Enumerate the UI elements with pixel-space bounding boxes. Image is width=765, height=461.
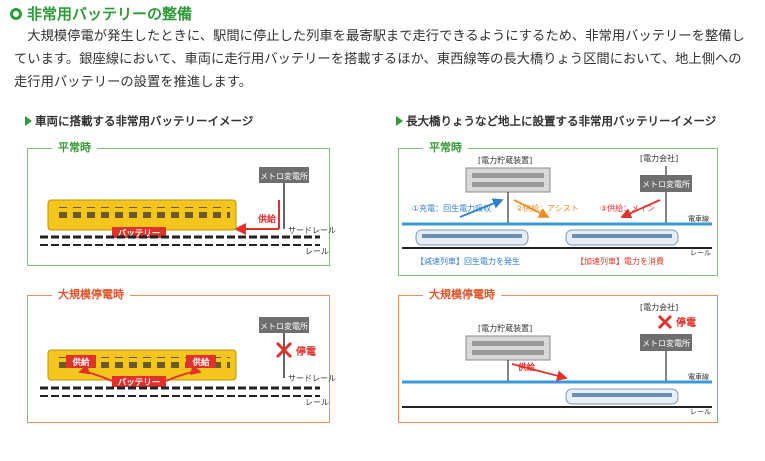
train-windows bbox=[572, 393, 672, 397]
battery-label: バッテリー bbox=[118, 377, 161, 388]
left-outage-title: 大規模停電時 bbox=[52, 288, 130, 302]
substation-box bbox=[259, 167, 309, 183]
rail-label: レール bbox=[305, 398, 329, 407]
supply-label: 供給 bbox=[517, 362, 536, 373]
intro-paragraph: 大規模停電が発生したときに、駅間に停止した列車を最寄駅まで走行できるようにするた… bbox=[14, 29, 745, 90]
right-normal-diagram: [電力貯蔵装置] [電力会社] メトロ変電所 ①充電：回生電力吸収 ②供給：アシ… bbox=[402, 153, 712, 266]
rail-label: レール bbox=[690, 249, 711, 257]
storage-label: [電力貯蔵装置] bbox=[478, 155, 532, 165]
main-supply-arrow bbox=[620, 199, 661, 219]
substation-label: メトロ変電所 bbox=[260, 171, 308, 181]
right-normal-title: 平常時 bbox=[423, 141, 468, 155]
supply-arrow-left bbox=[78, 364, 113, 382]
supply-label: 供給 bbox=[257, 213, 277, 225]
power-company-label: [電力会社] bbox=[640, 302, 678, 312]
third-rail-label: サードレール bbox=[288, 374, 336, 383]
triangle-bullet-icon bbox=[25, 116, 32, 126]
step1-label: ①充電：回生電力吸収 bbox=[412, 203, 491, 213]
storage-device-detail bbox=[472, 173, 544, 178]
rail-label: レール bbox=[690, 408, 711, 416]
outage-cross-icon bbox=[657, 314, 673, 330]
braking-train-label: 【減速列車】回生電力を発生 bbox=[416, 256, 520, 266]
substation-label: メトロ変電所 bbox=[642, 179, 690, 189]
storage-device-detail bbox=[472, 350, 544, 355]
right-outage-title: 大規模停電時 bbox=[423, 288, 501, 302]
section-heading: 非常用バッテリーの整備 bbox=[10, 3, 192, 24]
left-normal-title: 平常時 bbox=[52, 141, 97, 155]
assist-arrow bbox=[513, 199, 550, 218]
supply-arrow-right bbox=[165, 364, 202, 382]
right-outage-diagram: [電力会社] 停電 メトロ変電所 [電力貯蔵装置] 供給 電車線 レール bbox=[402, 302, 712, 416]
charge-arrow bbox=[459, 198, 504, 218]
outage-label: 停電 bbox=[296, 345, 316, 358]
right-outage-box: 大規模停電時 bbox=[398, 288, 718, 423]
step3-label: ③供給：メイン bbox=[600, 203, 655, 213]
train-windows bbox=[54, 207, 230, 218]
storage-device bbox=[465, 335, 551, 361]
train-windows bbox=[572, 234, 672, 238]
supply-label-b: 供給 bbox=[191, 357, 210, 368]
accelerating-train-label: 【加速列車】電力を消費 bbox=[576, 256, 664, 266]
rail-label: レール bbox=[305, 247, 329, 256]
train-windows bbox=[54, 357, 230, 368]
catenary-label: 電車線 bbox=[688, 372, 709, 381]
substation-label: メトロ変電所 bbox=[260, 321, 308, 331]
storage-device bbox=[465, 167, 551, 193]
triangle-bullet-icon bbox=[396, 116, 403, 126]
substation-box bbox=[259, 317, 309, 333]
catenary-label: 電車線 bbox=[688, 214, 709, 223]
storage-label: [電力貯蔵装置] bbox=[478, 323, 532, 333]
storage-device-detail bbox=[472, 182, 544, 187]
substation-box bbox=[640, 334, 692, 351]
supply-arrow bbox=[511, 363, 568, 381]
third-rail-label: サードレール bbox=[288, 226, 336, 235]
outage-label: 停電 bbox=[676, 316, 696, 329]
power-company-label: [電力会社] bbox=[640, 153, 678, 163]
left-subtitle: 車両に搭載する非常用バッテリーイメージ bbox=[25, 113, 253, 129]
storage-device-detail bbox=[472, 341, 544, 346]
left-subtitle-text: 車両に搭載する非常用バッテリーイメージ bbox=[35, 114, 254, 128]
right-subtitle: 長大橋りょうなど地上に設置する非常用バッテリーイメージ bbox=[396, 113, 716, 129]
left-outage-diagram: メトロ変電所 停電 供給 供給 バッテリー サードレール レール bbox=[40, 317, 336, 407]
right-normal-box: 平常時 bbox=[398, 141, 718, 276]
step2-label: ②供給：アシスト bbox=[516, 203, 579, 213]
substation-box bbox=[640, 175, 692, 192]
battery-badge bbox=[112, 227, 166, 238]
train-windows bbox=[422, 234, 522, 238]
left-outage-box: 大規模停電時 bbox=[27, 288, 330, 423]
section-title: 非常用バッテリーの整備 bbox=[27, 5, 193, 23]
right-subtitle-text: 長大橋りょうなど地上に設置する非常用バッテリーイメージ bbox=[406, 114, 717, 128]
circle-bullet-icon bbox=[10, 7, 22, 20]
battery-badge bbox=[112, 376, 166, 387]
supply-label-a: 供給 bbox=[71, 357, 90, 368]
left-normal-box: 平常時 bbox=[27, 141, 330, 266]
outage-cross-icon bbox=[275, 341, 293, 359]
left-normal-diagram: メトロ変電所 供給 バッテリー サードレール レール bbox=[40, 167, 336, 256]
substation-label: メトロ変電所 bbox=[642, 338, 690, 348]
battery-label: バッテリー bbox=[118, 228, 161, 239]
